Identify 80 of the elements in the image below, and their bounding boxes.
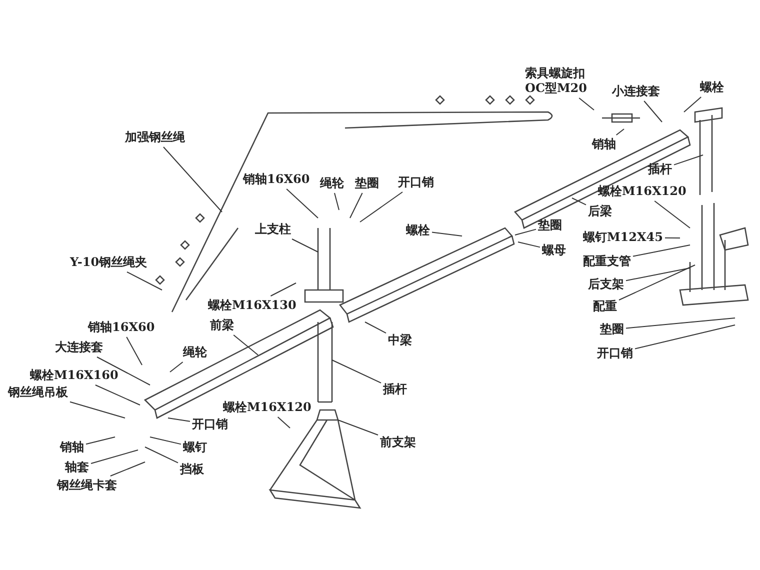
leader-line (292, 238, 318, 252)
leader-line (70, 401, 126, 418)
part-label: 前梁 (210, 318, 234, 333)
part-label: 轴套 (65, 460, 89, 475)
leader-line (632, 244, 690, 257)
part-label: 开口销 (192, 417, 228, 432)
part-label: 索具螺旋扣 OC型M20 (525, 66, 591, 96)
leader-line (86, 436, 116, 445)
part-label: 插杆 (383, 382, 407, 397)
part-label: 螺栓 (406, 223, 430, 238)
part-label: 螺钉M12X45 (583, 230, 663, 245)
part-label: 钢丝绳卡套 (57, 478, 117, 493)
leader-line (126, 336, 142, 366)
leader-line (514, 228, 536, 236)
leader-line (94, 384, 140, 406)
part-label: Y-10钢丝绳夹 (70, 255, 148, 270)
part-label: 螺栓M16X120 (223, 400, 312, 415)
part-label: 螺栓M16X130 (208, 298, 296, 313)
part-label: 中梁 (388, 333, 412, 348)
leader-line (572, 198, 586, 206)
leader-line (432, 232, 462, 236)
part-label: 螺栓 (700, 80, 724, 95)
leader-line (626, 268, 690, 282)
part-label: 前支架 (380, 435, 416, 450)
part-label: 销轴 (60, 440, 84, 455)
part-label: 后支架 (588, 277, 624, 292)
part-label: 绳轮 (320, 176, 344, 191)
leader-line (518, 242, 540, 248)
part-label: 后梁 (588, 204, 612, 219)
leader-line (626, 318, 736, 329)
part-label: 大连接套 (55, 340, 103, 355)
leader-line (616, 128, 624, 136)
part-label: 挡板 (180, 462, 204, 477)
leader-line (664, 237, 680, 238)
leader-line (277, 416, 290, 428)
leader-line (332, 360, 382, 384)
leader-line (350, 192, 363, 218)
leader-line (96, 356, 150, 386)
part-label: 小连接套 (612, 84, 660, 99)
leader-line (334, 192, 340, 210)
leader-line (674, 154, 704, 166)
part-label: 上支柱 (255, 222, 291, 237)
part-label: 销轴16X60 (243, 172, 310, 187)
leader-line (684, 96, 702, 112)
leader-line (634, 324, 736, 350)
leader-line (233, 334, 258, 356)
leader-line (150, 436, 182, 445)
leader-line (644, 100, 662, 122)
part-label: 垫圈 (600, 322, 624, 337)
leader-line (163, 146, 222, 212)
leader-line (126, 272, 162, 290)
part-label: 配重 (593, 299, 617, 314)
leader-line (618, 264, 696, 300)
part-label: 螺栓M16X160 (30, 368, 118, 383)
part-label: 插杆 (648, 162, 672, 177)
part-label: 钢丝绳吊板 (8, 385, 68, 400)
leader-line (144, 446, 178, 464)
part-label: 螺钉 (183, 440, 207, 455)
part-label: 加强钢丝绳 (125, 130, 185, 145)
part-label: 垫圈 (355, 176, 379, 191)
part-label: 螺栓M16X120 (598, 184, 686, 199)
part-label: 开口销 (398, 175, 434, 190)
part-label: 垫圈 (538, 218, 562, 233)
part-label: 销轴16X60 (88, 320, 155, 335)
leader-line (360, 192, 403, 222)
leader-line (286, 188, 318, 218)
leader-line (578, 98, 594, 110)
part-label: 螺母 (542, 243, 566, 258)
part-label: 开口销 (597, 346, 633, 361)
leader-line (270, 282, 296, 296)
leader-line (170, 362, 184, 372)
leader-line (338, 420, 378, 436)
leader-line (90, 450, 138, 464)
leader-line (654, 200, 690, 228)
part-label: 绳轮 (183, 345, 207, 360)
leader-line (110, 462, 146, 476)
part-label: 配重支管 (583, 254, 631, 269)
leader-line (364, 322, 386, 334)
leader-line (168, 418, 190, 422)
part-label: 销轴 (592, 137, 616, 152)
